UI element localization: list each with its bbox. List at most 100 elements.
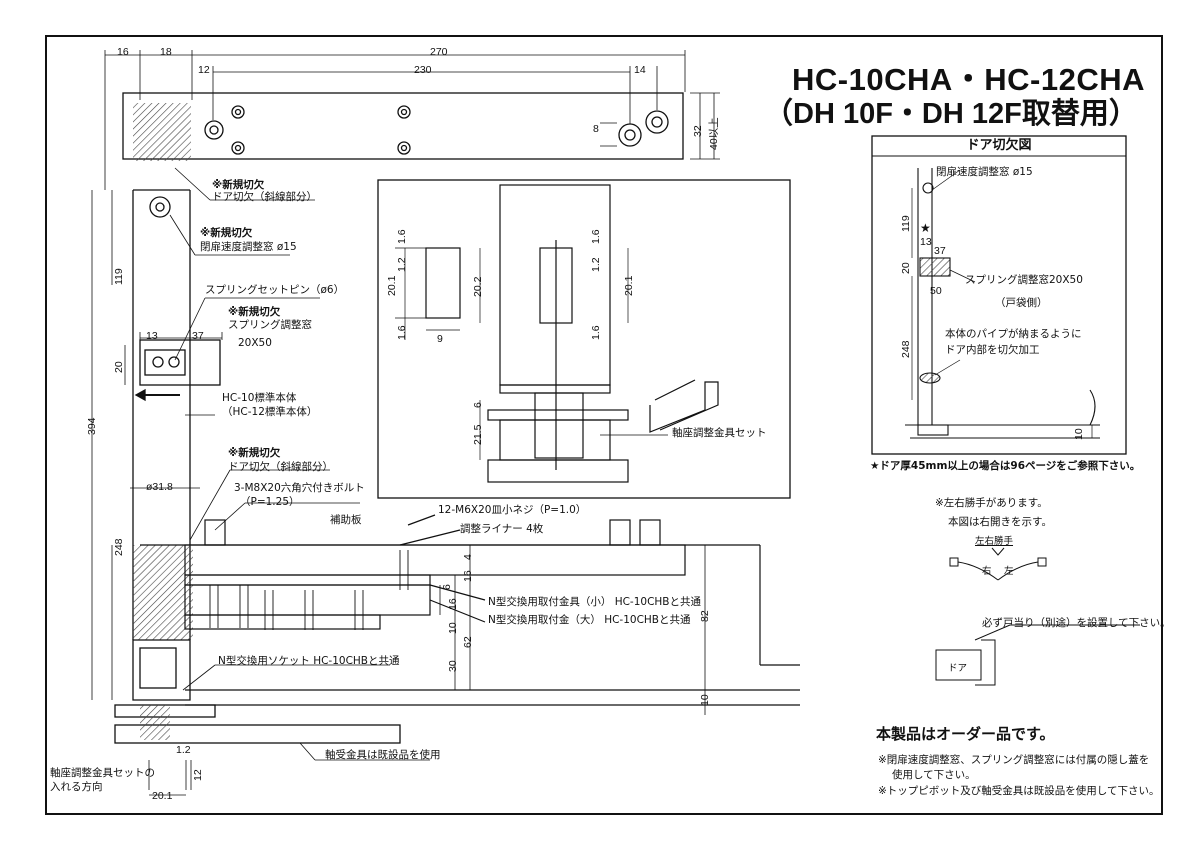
dim-32: 32 [692, 125, 704, 137]
label-spring-window: スプリング調整窓 [228, 319, 312, 331]
product-title: HC-10CHA・HC-12CHA [792, 62, 1145, 97]
dim-394: 394 [86, 417, 98, 435]
top-dimension-lines [104, 50, 720, 190]
dim-16a: 16 [462, 570, 474, 582]
detail-dim-1-6c: 1.6 [590, 229, 602, 244]
dc-dim-20: 20 [900, 262, 912, 274]
detail-dim-20-2: 20.2 [472, 276, 484, 297]
label-new-cut-4: ※新規切欠 [228, 447, 281, 459]
dc-pipe-2: ドア内部を切欠加工 [945, 344, 1040, 356]
dc-dim-13: 13 [920, 236, 932, 248]
top-arm [122, 92, 684, 161]
label-insert-dir-1: 軸座調整金具セットの [50, 767, 155, 779]
label-bolt-pitch: （P=1.25） [240, 496, 300, 508]
door-cut-title: ドア切欠図 [966, 138, 1032, 153]
dim-270: 270 [430, 46, 448, 58]
dim-12: 12 [198, 64, 210, 76]
dim-119: 119 [113, 268, 125, 285]
label-spring-size: 20X50 [238, 337, 272, 349]
dc-dim-50: 50 [930, 285, 942, 297]
dc-speed-window: 閉扉速度調整窓 ø15 [936, 166, 1033, 178]
label-aux-plate: 補助板 [330, 514, 362, 526]
label-std-body-1: HC-10標準本体 [222, 392, 297, 404]
dc-pipe-1: 本体のパイプが納まるように [945, 328, 1082, 340]
dim-37: 37 [192, 330, 204, 342]
hand-right: 右 [982, 566, 992, 577]
detail-dim-6: 6 [472, 402, 484, 408]
stopper-note: 必ず戸当り（別途）を設置して下さい。 [982, 617, 1171, 629]
dc-dim-248: 248 [900, 340, 912, 358]
dim-6: 6 [441, 584, 453, 590]
detail-dim-1-6a: 1.6 [396, 229, 408, 244]
dc-star: ★ [920, 221, 931, 235]
dim-18: 18 [160, 46, 172, 58]
dim-20: 20 [113, 361, 125, 373]
label-liner: 調整ライナー 4枚 [460, 523, 544, 535]
product-subtitle: （DH 10F・DH 12F取替用） [764, 98, 1138, 130]
dim-31-8: ø31.8 [146, 481, 173, 493]
door-cut-box [871, 135, 1127, 455]
label-door-cut-2: ドア切欠（斜線部分） [228, 461, 333, 473]
left-dimension-lines [91, 190, 223, 796]
detail-dim-20-1b: 20.1 [623, 275, 635, 296]
dim-20-1: 20.1 [152, 790, 173, 802]
footnote-2: 使用して下さい。 [892, 769, 976, 781]
dc-dim-119: 119 [900, 215, 912, 232]
dim-82: 82 [699, 610, 711, 622]
mounting-assembly [140, 514, 800, 706]
hand-note-2: 本図は右開きを示す。 [948, 516, 1052, 528]
label-new-cut-3: ※新規切欠 [228, 306, 281, 318]
dim-1-2: 1.2 [176, 744, 191, 756]
detail-dim-20-1a: 20.1 [386, 275, 398, 296]
footnote-3: ※トップピボット及び軸受金具は既設品を使用して下さい。 [878, 785, 1160, 797]
detail-box [377, 179, 791, 499]
dim-12-left: 12 [192, 769, 204, 781]
detail-dim-1-6b: 1.6 [396, 325, 408, 340]
label-bolt: 3-M8X20六角穴付きボルト [234, 482, 365, 494]
dc-dim-37: 37 [934, 245, 946, 257]
dim-248: 248 [113, 538, 125, 556]
dim-62: 62 [462, 636, 474, 648]
outer-frame [45, 35, 1163, 815]
detail-dim-1-6d: 1.6 [590, 325, 602, 340]
hand-left: 左 [1004, 566, 1014, 577]
label-insert-dir-2: 入れる方向 [50, 781, 103, 793]
dim-8: 8 [593, 123, 599, 135]
dc-pocket: （戸袋側） [995, 297, 1048, 309]
star-note: ★ドア厚45mm以上の場合は96ページをご参照下さい。 [870, 460, 1141, 472]
label-screw: 12-M6X20皿小ネジ（P=1.0） [438, 504, 587, 516]
label-new-cut-2: ※新規切欠 [200, 227, 253, 239]
dim-30: 30 [447, 660, 459, 672]
label-new-cut-1: ※新規切欠 [212, 179, 265, 191]
detail-dim-1-2b: 1.2 [590, 257, 602, 272]
label-fit-small: N型交換用取付金具（小） HC-10CHBと共通 [488, 596, 701, 608]
leader-lines [169, 167, 430, 761]
dim-13: 13 [146, 330, 158, 342]
dim-10b: 10 [699, 694, 711, 706]
detail-dim-1-2a: 1.2 [396, 257, 408, 272]
label-bearing: 軸受金具は既設品を使用 [325, 749, 441, 761]
dim-16b: 16 [447, 598, 459, 610]
label-kit: 軸座調整金具セット [672, 427, 767, 439]
detail-dim-21-5: 21.5 [472, 424, 484, 445]
assembly-dim-lines [439, 545, 706, 715]
detail-dim-9: 9 [437, 333, 443, 345]
door-stop-diagram [935, 624, 1140, 686]
footnote-1: ※閉扉速度調整窓、スプリング調整窓には付属の隠し蓋を [878, 754, 1150, 766]
door-label: ドア [948, 663, 968, 674]
dim-14: 14 [634, 64, 646, 76]
label-std-body-2: （HC-12標準本体） [222, 406, 318, 418]
dim-10a: 10 [447, 622, 459, 634]
order-note: 本製品はオーダー品です。 [876, 725, 1055, 743]
label-speed-window: 閉扉速度調整窓 ø15 [200, 241, 297, 253]
hand-label: 左右勝手 [975, 536, 1014, 547]
door-cut-dim-lines [911, 169, 1093, 438]
dim-16: 16 [117, 46, 129, 58]
dc-dim-10: 10 [1073, 428, 1085, 440]
dim-4: 4 [462, 554, 474, 560]
hand-note-1: ※左右勝手があります。 [935, 497, 1048, 509]
label-fit-large: N型交換用取付金（大） HC-10CHBと共通 [488, 614, 691, 626]
detail-dim-lines [395, 247, 668, 460]
dim-230: 230 [414, 64, 432, 76]
